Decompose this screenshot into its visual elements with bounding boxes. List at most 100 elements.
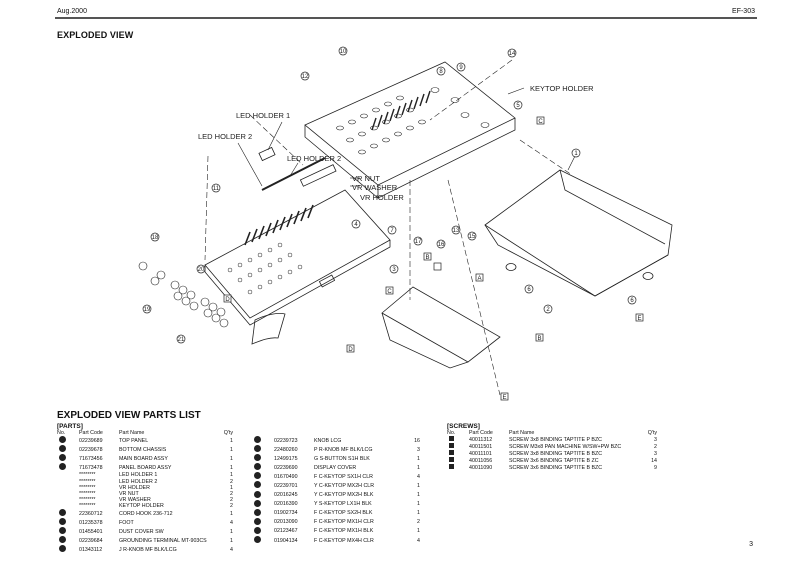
part-code: 71673478 [79,464,103,471]
part-qty: 16 [414,437,420,444]
callout-3: 3 [389,264,399,274]
part-number-marker-icon [59,536,66,544]
part-number-marker-icon [254,463,261,471]
col-part-code: Part Code [79,430,103,436]
svg-text:19: 19 [144,307,151,313]
svg-text:1: 1 [574,151,578,157]
svg-text:12: 12 [302,74,309,80]
part-number-marker-icon [254,517,261,525]
page-number: 3 [749,541,753,548]
part-code: 01670490 [274,473,298,480]
part-code: 01235378 [79,519,103,526]
callout-13: 13 [451,225,461,235]
part-code: ******** [79,484,96,491]
part-name: MAIN BOARD ASSY [119,455,168,462]
part-number-marker [252,499,274,509]
label-led-holder-2-left: LED HOLDER 2 [198,132,252,141]
part-qty: 4 [417,473,420,480]
part-number-marker-icon [59,509,66,517]
part-name: Y C-KEYTOP MX2H CLR [314,482,375,489]
svg-text:3: 3 [392,267,396,273]
part-number-marker-icon [254,454,261,462]
part-number-marker-icon [59,545,66,553]
screw-callout-c2: C [385,286,394,295]
part-qty: 14 [651,457,657,464]
screw-letter-marker-icon [449,443,454,449]
part-number-marker [447,443,469,450]
part-name: F C-KEYTOP MX4H CLR [314,537,374,544]
svg-text:7: 7 [390,228,394,234]
svg-text:21: 21 [178,337,185,343]
part-code: ******** [79,502,96,509]
screw-callout-b1: B [423,252,432,261]
svg-text:C: C [538,119,543,125]
svg-text:6: 6 [630,298,634,304]
part-name: DISPLAY COVER [314,464,357,471]
callout-16: 16 [436,239,446,249]
svg-text:13: 13 [453,228,460,234]
part-code: 40011056 [469,457,493,464]
part-code: 02239701 [274,482,298,489]
svg-text:B: B [537,336,541,342]
part-code: 01904134 [274,537,298,544]
part-qty: 3 [417,446,420,453]
part-name: KNOB LCG [314,437,342,444]
part-qty: 1 [417,455,420,462]
screw-letter-marker-icon [449,457,454,463]
part-code: 02239689 [79,437,103,444]
callout-14: 14 [507,48,517,58]
part-qty: 2 [654,443,657,450]
part-number-marker [447,436,469,443]
part-name: VR NUT [119,490,139,497]
part-code: 02013090 [274,519,298,526]
part-code: 01902734 [274,510,298,517]
callout-1: 1 [571,148,581,158]
part-number-marker-icon [254,526,261,534]
part-qty: 2 [230,490,233,497]
screw-callouts: A B B C C D D E E [223,116,644,401]
part-name: J R-KNOB MF BLK/LCG [119,546,177,553]
bottom-chassis-drawing [484,169,673,297]
part-name: F C-KEYTOP SX1H CLR [314,473,373,480]
screw-letter-marker-icon [449,436,454,442]
part-code: 22480260 [274,446,298,453]
screw-callout-e1: E [635,313,644,322]
part-code: ******** [79,478,96,485]
part-number-marker [252,490,274,500]
callout-4: 4 [351,219,361,229]
callout-12: 12 [300,71,310,81]
part-qty: 2 [230,502,233,509]
part-code: 22360712 [79,510,103,517]
part-number-marker [252,445,274,454]
table-header-row: No. Part Code Part Name Q'ty [57,430,233,436]
part-code: 02016390 [274,501,298,508]
label-vr-nut: VR NUT [352,174,380,183]
bottom-plate-drawing [381,286,501,369]
screw-letter-marker-icon [449,450,454,456]
part-number-marker-icon [59,527,66,535]
part-qty: 1 [417,528,420,535]
part-qty: 3 [654,450,657,457]
col-no: No. [447,430,456,436]
part-number-marker [447,457,469,464]
part-name: KEYTOP HOLDER [119,502,164,509]
part-number-marker-icon [254,490,261,498]
part-name: CORD HOOK 236-712 [119,510,173,517]
part-name: FOOT [119,519,134,526]
screw-callout-d2: D [346,344,355,353]
part-number-marker [57,518,79,527]
callout-20: 20 [196,264,206,274]
